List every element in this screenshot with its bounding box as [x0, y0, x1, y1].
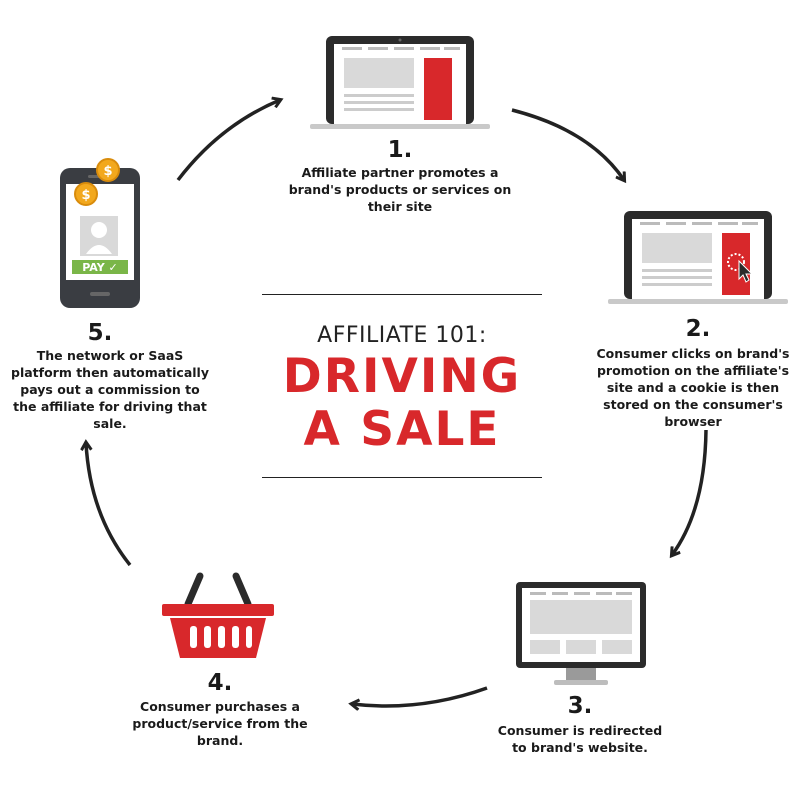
arrow-2-to-3 [672, 429, 708, 555]
title-divider-top [262, 294, 542, 295]
phone-payment-icon: PAY ✓ $ $ [60, 158, 140, 308]
laptop-click-icon [608, 211, 788, 304]
title-line-2: A SALE [303, 402, 501, 457]
arrow-5-to-1 [176, 100, 280, 182]
coin-icon: $ [74, 182, 98, 206]
step-3-description: Consumer is redirected to brand's websit… [497, 723, 663, 755]
step-2-description: Consumer clicks on brand's promotion on … [596, 346, 790, 429]
svg-text:$: $ [81, 188, 90, 203]
coin-icon: $ [96, 158, 120, 182]
svg-text:$: $ [103, 164, 112, 179]
title-small: AFFILIATE 101: [317, 323, 487, 348]
step-1-number: 1. [387, 137, 413, 163]
title-line-1: DRIVING [282, 349, 522, 404]
pay-label: PAY ✓ [82, 261, 118, 274]
arrow-3-to-4 [352, 686, 488, 706]
laptop-icon [310, 36, 490, 129]
step-5-number: 5. [87, 320, 113, 346]
step-4-number: 4. [207, 670, 233, 696]
step-1-description: Affiliate partner promotes a brand's pro… [288, 165, 512, 214]
shopping-basket-icon [162, 572, 274, 658]
step-4-description: Consumer purchases a product/service fro… [132, 699, 308, 748]
step-3-number: 3. [567, 693, 593, 719]
arrow-4-to-5 [86, 443, 132, 567]
arrow-1-to-2 [511, 108, 624, 180]
step-5-description: The network or SaaS platform then automa… [11, 348, 209, 431]
step-2-number: 2. [685, 316, 711, 342]
monitor-icon [516, 582, 646, 685]
title-divider-bottom [262, 477, 542, 478]
cursor-icon [738, 259, 754, 283]
